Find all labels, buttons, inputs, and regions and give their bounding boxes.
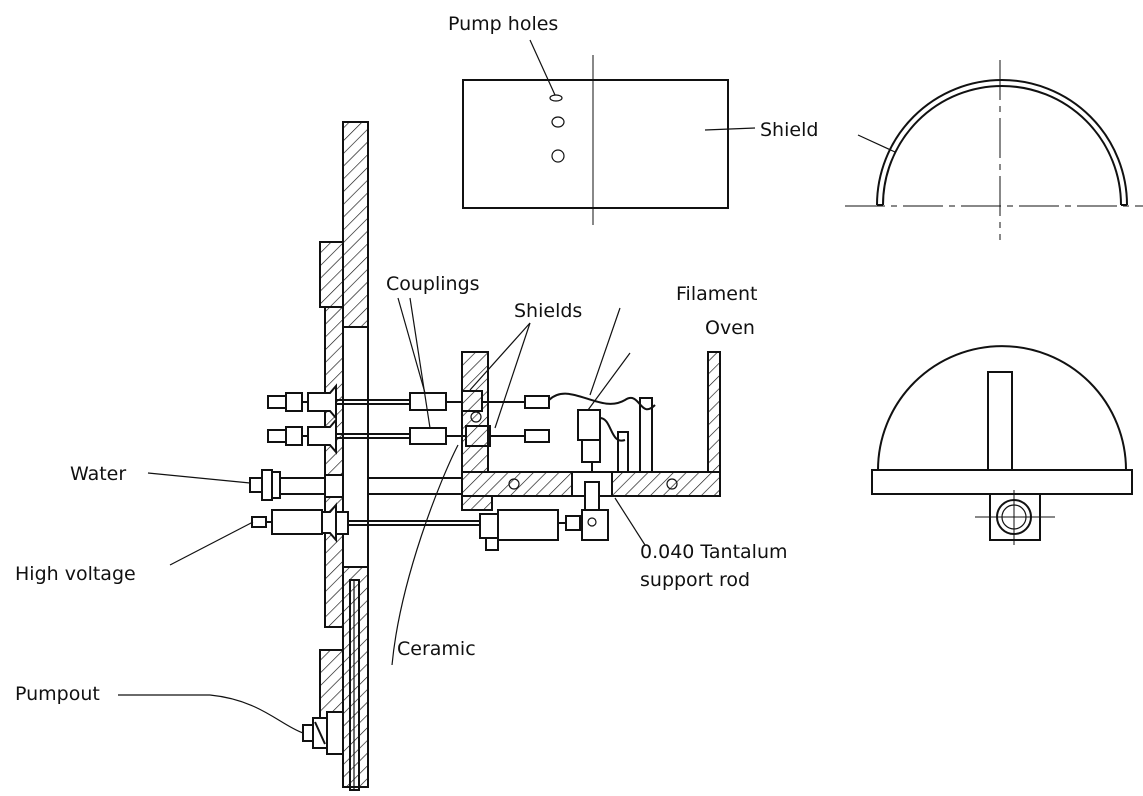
label-pump-holes: Pump holes [448, 13, 558, 35]
high-voltage-line [251, 502, 609, 551]
shield-plate-view [462, 39, 756, 225]
label-tantalum-rod-line2: support rod [640, 569, 750, 591]
label-oven: Oven [705, 317, 755, 339]
pumpout-fitting [302, 711, 344, 755]
label-shields: Shields [514, 300, 582, 322]
label-high-voltage: High voltage [15, 563, 136, 585]
leader-lines [118, 297, 646, 734]
dome-assembly-view [871, 345, 1133, 545]
oven-assembly [577, 397, 653, 540]
label-filament: Filament [676, 283, 757, 305]
label-water: Water [70, 463, 126, 485]
main-flange [319, 121, 369, 791]
feedthrough-lower [267, 411, 550, 455]
water-line [249, 469, 462, 501]
label-ceramic: Ceramic [397, 638, 476, 660]
label-tantalum-rod-line1: 0.040 Tantalum [640, 541, 788, 563]
label-pumpout: Pumpout [15, 683, 100, 705]
oven-platform [461, 351, 721, 511]
label-shield: Shield [760, 119, 818, 141]
shield-end-view [845, 60, 1143, 240]
label-couplings: Couplings [386, 273, 480, 295]
